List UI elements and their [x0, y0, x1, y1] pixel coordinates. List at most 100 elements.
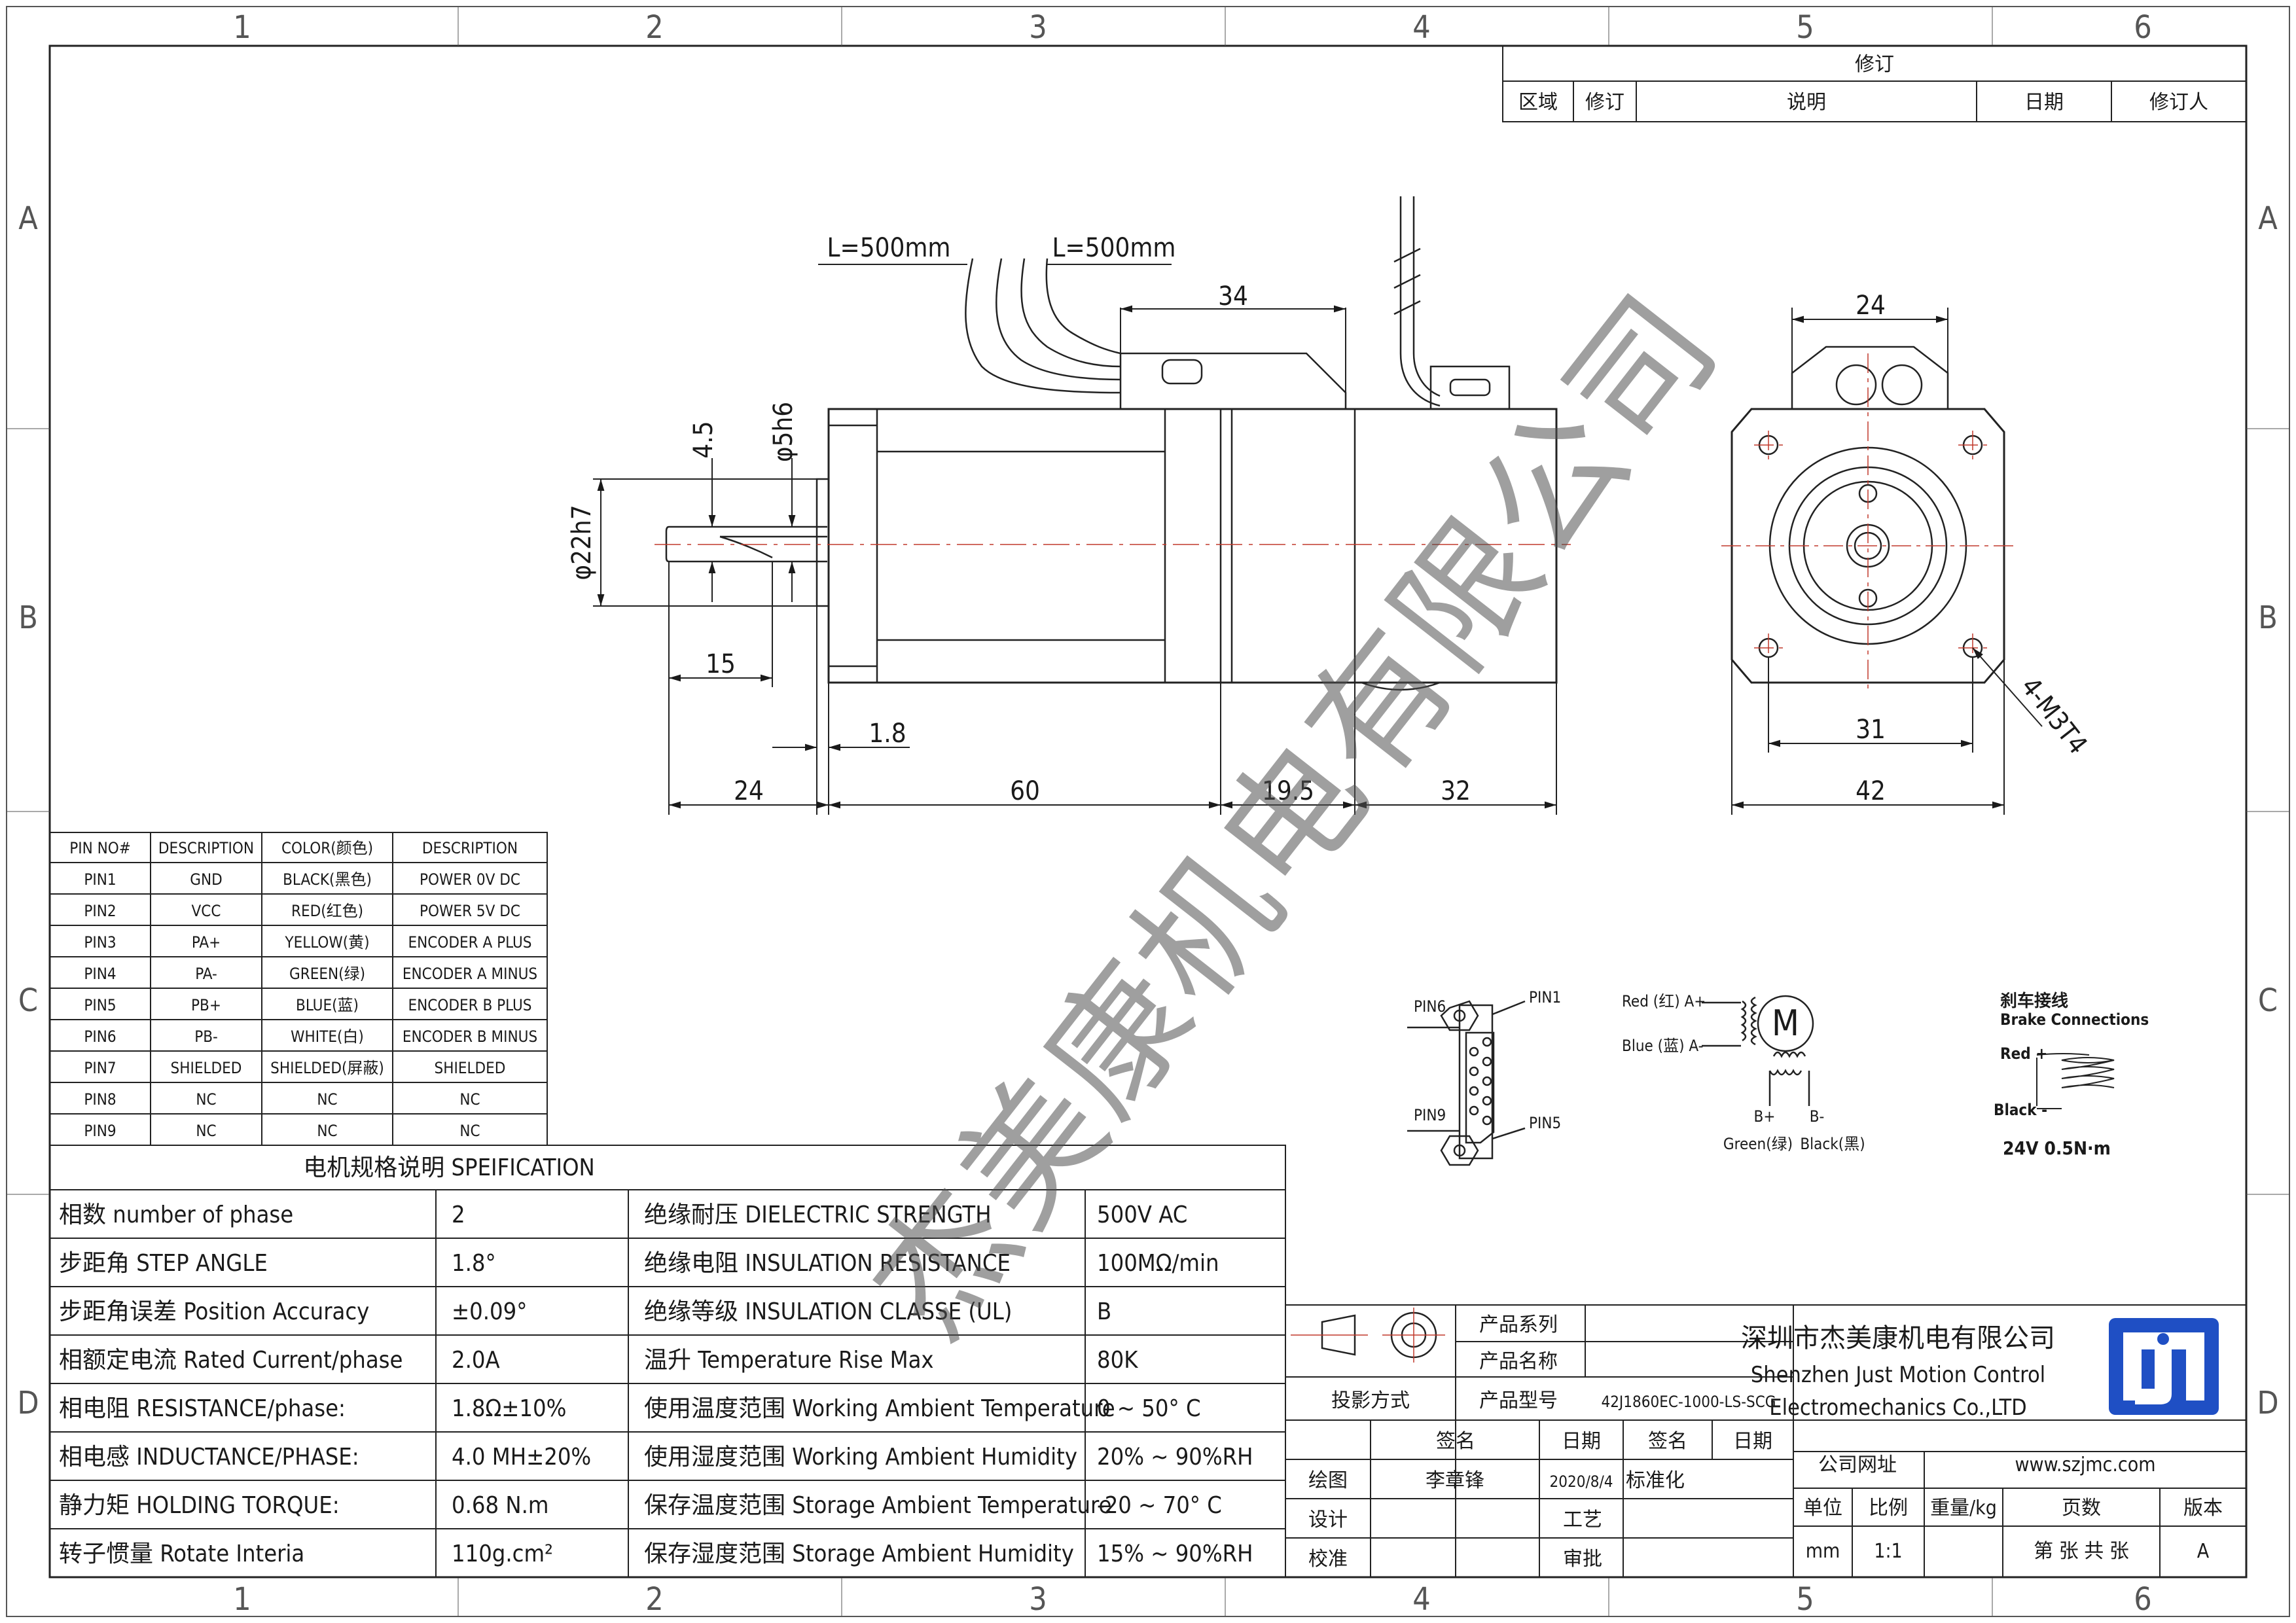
spec-cell: 15% ~ 90%RH	[1097, 1541, 1253, 1567]
pin-table-cell: PB-	[194, 1027, 218, 1046]
pin-table-cell: PIN8	[84, 1090, 116, 1109]
pin-table-header: PIN NO#	[69, 839, 131, 857]
winding-diagram	[1702, 995, 1814, 1106]
spec-cell: 80K	[1097, 1347, 1138, 1374]
title-date-header: 日期	[1562, 1430, 1601, 1453]
pin-table-cell: GREEN(绿)	[289, 965, 365, 983]
spec-cell: 相数 number of phase	[59, 1202, 293, 1228]
dim-key-depth: 4.5	[689, 421, 719, 458]
title-projection: 投影方式	[1331, 1389, 1410, 1412]
db9-pin5-label: PIN5	[1529, 1114, 1561, 1132]
spec-cell: 温升 Temperature Rise Max	[644, 1347, 934, 1374]
pin-table-cell: PIN9	[84, 1122, 116, 1140]
pin-table-header: DESCRIPTION	[422, 839, 518, 857]
winding-labels: Red (红) A+ Blue (蓝) A- M B+ B- Green(绿) …	[1622, 992, 1865, 1153]
grid-col-2: 2	[645, 9, 663, 46]
pin-table-cell: NC	[196, 1090, 216, 1109]
grid-col-1-bottom: 1	[233, 1581, 251, 1618]
grid-row-a: A	[18, 200, 38, 237]
brake-title-en: Brake Connections	[2000, 1010, 2149, 1029]
title-sign-header-2: 签名	[1648, 1430, 1687, 1453]
spec-cell: 使用温度范围 Working Ambient Temperature	[644, 1395, 1115, 1422]
grid-col-6: 6	[2134, 9, 2151, 46]
spec-title: 电机规格说明 SPEIFICATION	[303, 1154, 595, 1181]
title-pages-value: 第 张 共 张	[2034, 1540, 2129, 1563]
title-approve-label: 审批	[1563, 1548, 1602, 1571]
dim-encoder-width: 34	[1218, 281, 1248, 312]
pin-table-cell: WHITE(白)	[291, 1027, 364, 1046]
winding-b-plus: B+	[1754, 1107, 1776, 1126]
spec-cell: 步距角 STEP ANGLE	[59, 1250, 268, 1277]
spec-cell: 步距角误差 Position Accuracy	[59, 1298, 369, 1325]
spec-cell: 0.68 N.m	[452, 1492, 548, 1519]
dim-shaft-flat: 15	[706, 649, 736, 679]
spec-cell: 使用湿度范围 Working Ambient Humidity	[644, 1444, 1077, 1471]
title-draw-date: 2020/8/4	[1550, 1472, 1613, 1491]
title-website-label: 公司网址	[1818, 1454, 1897, 1476]
title-unit-label: 单位	[1803, 1497, 1842, 1520]
grid-col-4: 4	[1412, 9, 1430, 46]
grid-row-c: C	[18, 982, 38, 1019]
title-sign-header: 签名	[1436, 1430, 1475, 1453]
dim-boss-dia: φ22h7	[567, 505, 597, 580]
pin-table-cell: RED(红色)	[291, 902, 363, 920]
spec-cell: 500V AC	[1097, 1202, 1187, 1228]
motor-side-view	[665, 196, 1558, 691]
pin-table-cell: PIN2	[84, 902, 116, 920]
spec-cell: B	[1097, 1298, 1111, 1325]
dim-hole-spacing: 31	[1856, 715, 1886, 745]
title-model-value: 42J1860EC-1000-LS-SCG	[1601, 1393, 1776, 1411]
spec-cell: 2.0A	[452, 1347, 500, 1374]
company-logo	[2109, 1318, 2219, 1415]
side-dimension-labels: L=500mm L=500mm 34 4.5 φ5h6 φ22h7 15 1.8…	[567, 233, 1471, 806]
title-process-label: 工艺	[1563, 1508, 1602, 1531]
pin-table-cell: PIN7	[84, 1059, 116, 1077]
spec-cell: 1.8Ω±10%	[452, 1395, 566, 1422]
dim-mount-holes: 4-M3T4	[2015, 672, 2093, 760]
revision-header-date: 日期	[2024, 91, 2064, 114]
pin-table-cell: NC	[317, 1090, 337, 1109]
company-name-cn: 深圳市杰美康机电有限公司	[1741, 1323, 2055, 1353]
company-name-en-2: Electromechanics Co.,LTD	[1769, 1395, 2026, 1421]
pin-table-cell: SHIELDED	[171, 1059, 242, 1077]
db9-labels: PIN6 PIN1 PIN9 PIN5	[1414, 988, 1561, 1132]
title-design-label: 设计	[1308, 1508, 1348, 1531]
title-block: 产品系列 产品名称 投影方式 产品型号 42J1860EC-1000-LS-SC…	[1285, 1304, 2247, 1578]
db9-pin9-label: PIN9	[1414, 1106, 1446, 1124]
title-version-label: 版本	[2183, 1497, 2223, 1520]
spec-cell: 保存湿度范围 Storage Ambient Humidity	[644, 1541, 1074, 1567]
spec-cell: 保存温度范围 Storage Ambient Temperature	[644, 1492, 1111, 1519]
spec-cell: 20% ~ 90%RH	[1097, 1444, 1253, 1471]
title-name-label: 产品名称	[1479, 1350, 1558, 1373]
title-website: www.szjmc.com	[2015, 1454, 2155, 1476]
dim-flange: 42	[1856, 776, 1886, 806]
winding-black: Black(黑)	[1800, 1135, 1865, 1153]
pin-table-cell: SHIELDED(屏蔽)	[270, 1059, 384, 1077]
title-unit-value: mm	[1806, 1540, 1840, 1563]
side-dimensions	[593, 264, 1557, 815]
spec-cell: 0 ~ 50° C	[1097, 1395, 1201, 1422]
brake-labels: 刹车接线 Brake Connections Red + Black - 24V…	[1994, 991, 2149, 1159]
winding-a-plus: Red (红) A+	[1622, 992, 1706, 1010]
revision-header-area: 区域	[1518, 91, 1558, 114]
grid-col-3: 3	[1029, 9, 1047, 46]
pin-table-cell: PA-	[195, 965, 217, 983]
spec-cell: 2	[452, 1202, 465, 1228]
dim-front-top: 24	[1856, 291, 1886, 321]
title-check-label: 校准	[1308, 1548, 1348, 1571]
grid-col-3-bottom: 3	[1029, 1581, 1047, 1618]
winding-green: Green(绿)	[1723, 1135, 1793, 1153]
grid-col-5-bottom: 5	[1796, 1581, 1814, 1618]
spec-cell: 相额定电流 Rated Current/phase	[59, 1347, 403, 1374]
dim-lead-left: L=500mm	[827, 233, 951, 263]
dim-encoder-length: 32	[1441, 776, 1471, 806]
title-weight-label: 重量/kg	[1930, 1497, 1997, 1520]
front-centerlines	[1721, 353, 2016, 694]
title-series-label: 产品系列	[1479, 1313, 1558, 1336]
spec-cell: 静力矩 HOLDING TORQUE:	[59, 1492, 340, 1519]
pin-table-cell: PIN3	[84, 933, 116, 952]
pin-table-cell: ENCODER A MINUS	[403, 965, 537, 983]
winding-b-minus: B-	[1810, 1107, 1825, 1126]
